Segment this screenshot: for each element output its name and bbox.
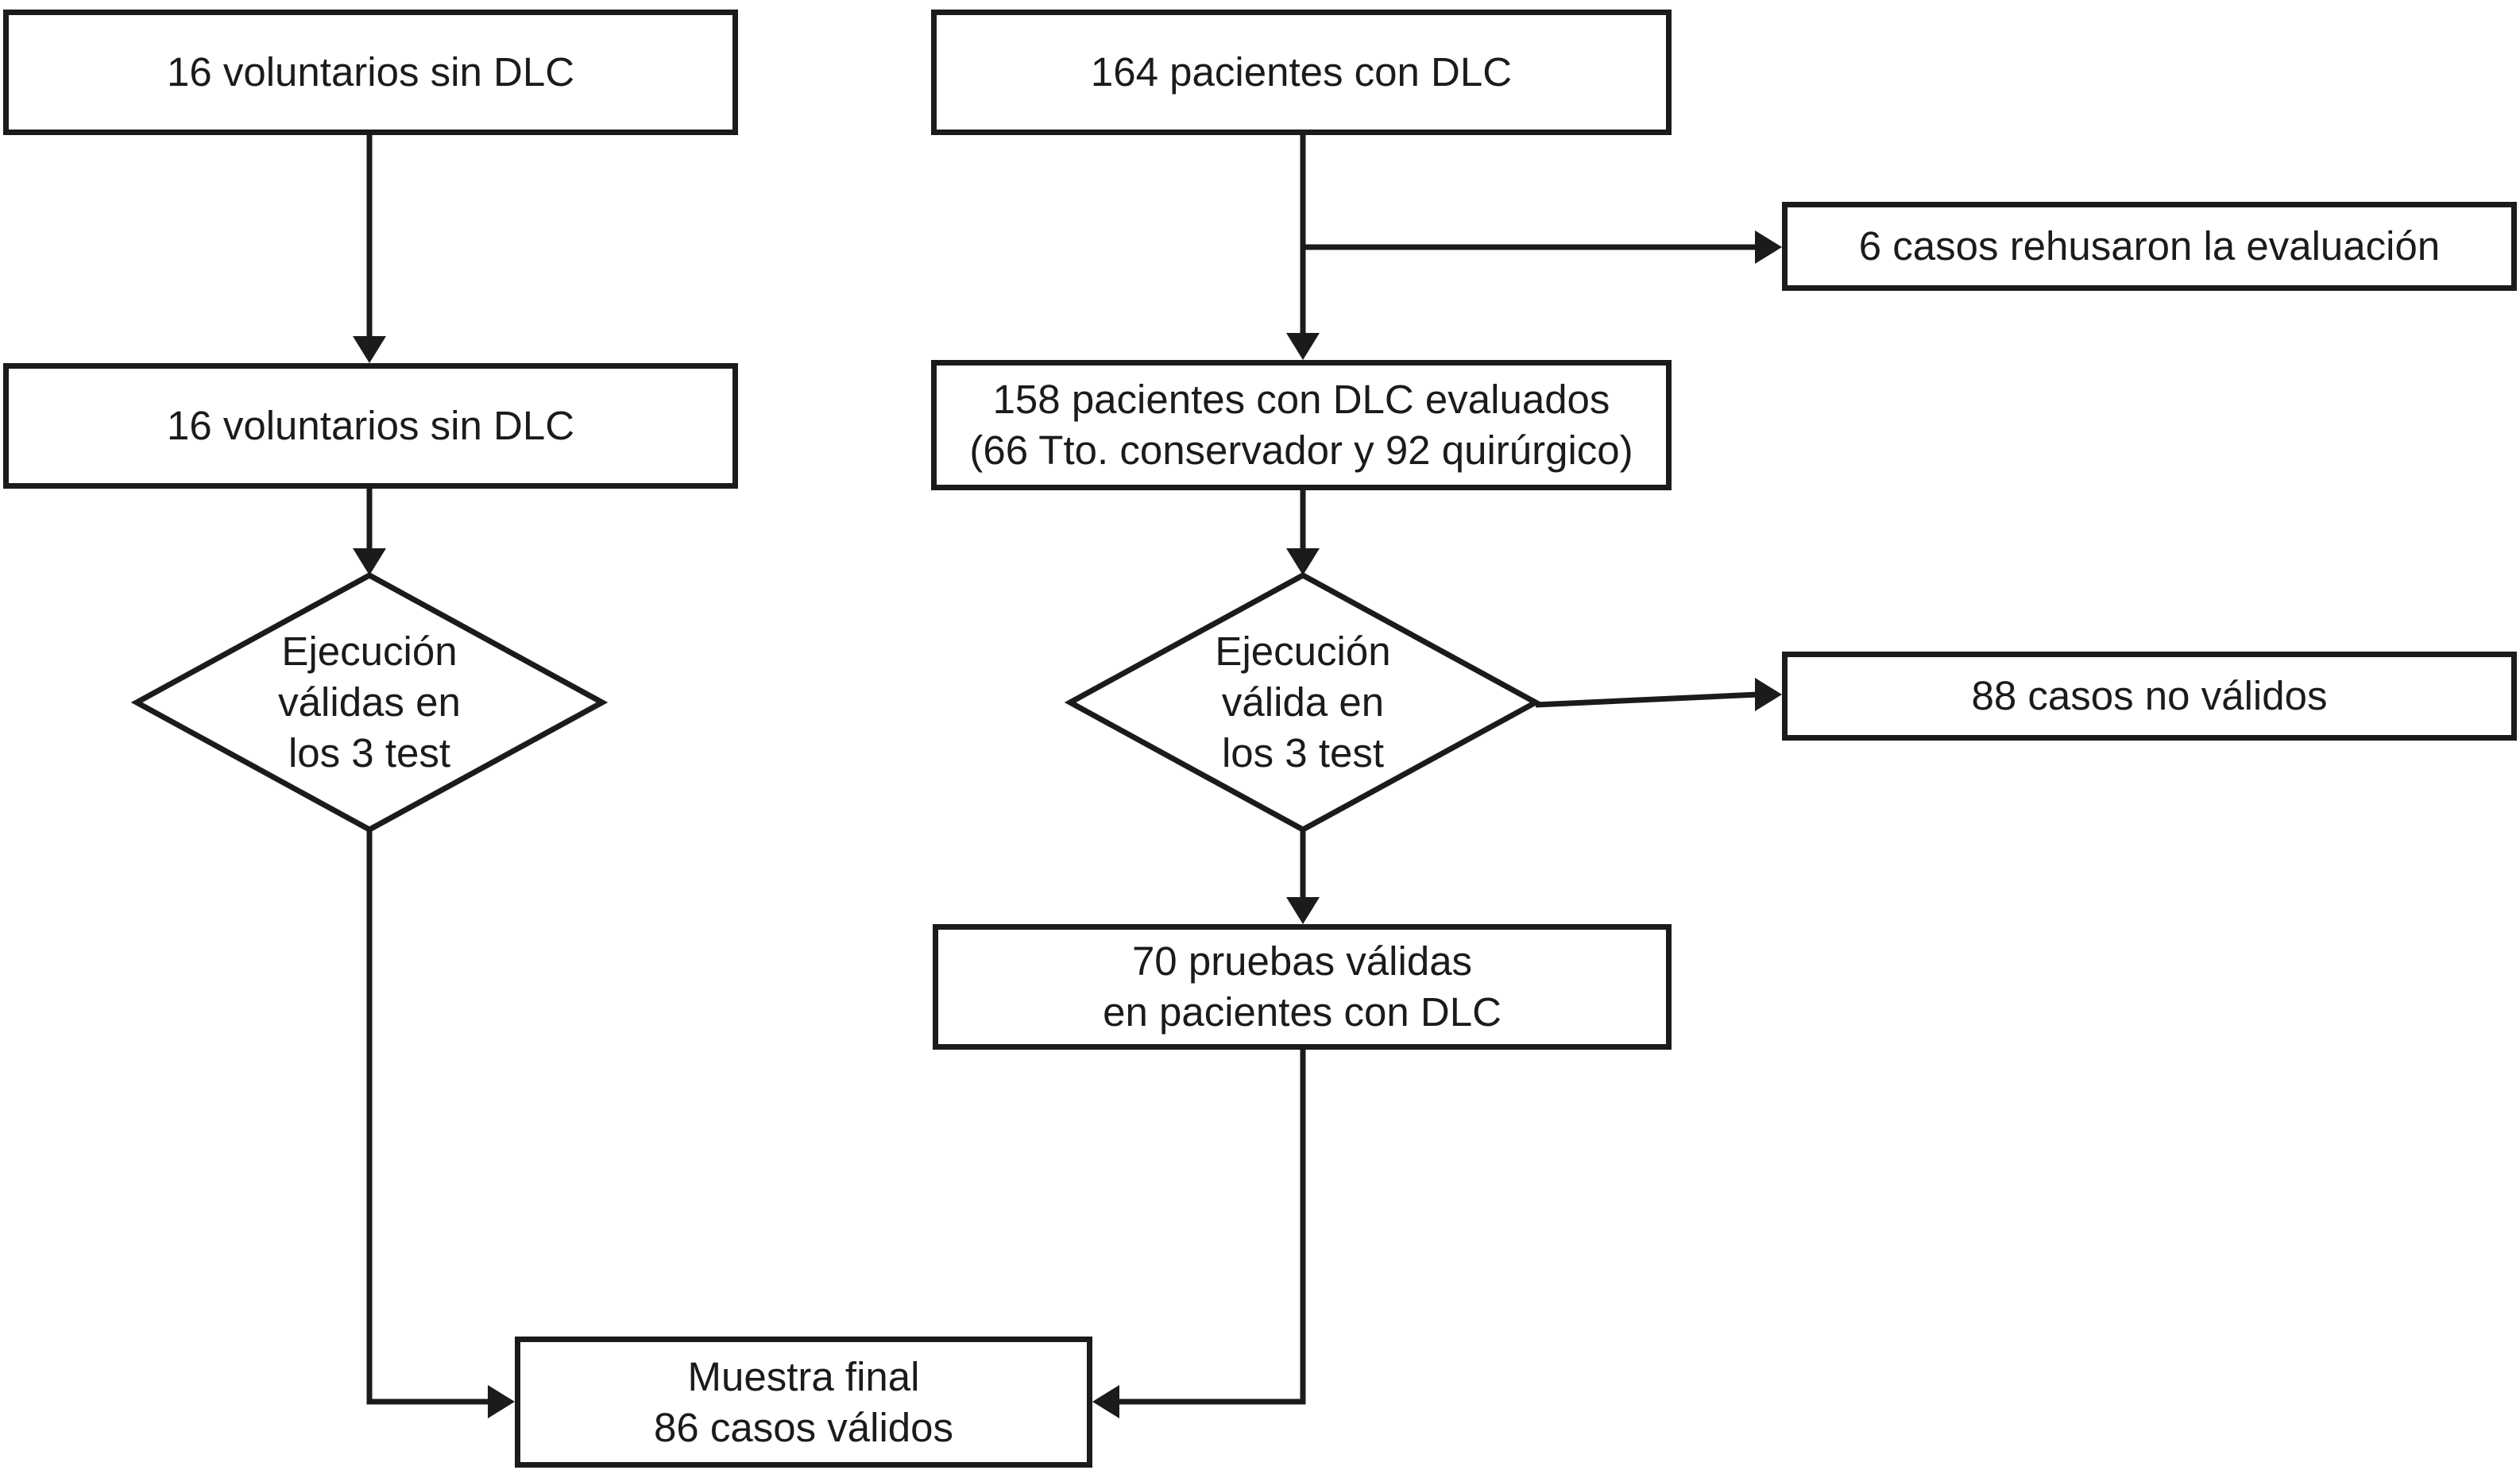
arrowhead-down-icon <box>1286 897 1320 924</box>
decision-patients-line1: Ejecución <box>1215 629 1391 674</box>
decision-diamond-volunteers <box>130 572 609 833</box>
connector-patients-down <box>1286 135 1320 360</box>
box-volunteers-included-label: 16 voluntarios sin DLC <box>166 403 575 448</box>
connector-right-to-final <box>1092 1050 1306 1418</box>
decision-volunteers-line2: válidas en <box>278 679 461 725</box>
box-valid-tests-line1: 70 pruebas válidas <box>1131 938 1473 984</box>
box-patients-evaluated-line2: (66 Tto. conservador y 92 quirúrgico) <box>969 427 1633 473</box>
box-invalid-cases: 88 casos no válidos <box>1782 652 2517 741</box>
connector-diamond-to-valid-tests <box>1286 830 1320 924</box>
decision-patients-line3: los 3 test <box>1221 730 1385 776</box>
connector-line <box>1535 691 1759 708</box>
decision-patients-label: Ejecución válida en los 3 test <box>1065 623 1541 782</box>
arrowhead-right-icon <box>1755 678 1782 711</box>
arrowhead-right-icon <box>488 1385 515 1418</box>
decision-volunteers-line3: los 3 test <box>288 730 451 776</box>
connector-line <box>1119 1050 1306 1405</box>
arrowhead-down-icon <box>1286 548 1320 575</box>
box-final-sample: Muestra final 86 casos válidos <box>515 1337 1092 1468</box>
connector-diamond-to-invalid <box>1535 678 1782 711</box>
connector-line <box>366 830 489 1405</box>
box-patients-evaluated-line1: 158 pacientes con DLC evaluados <box>992 377 1610 422</box>
box-invalid-cases-label: 88 casos no válidos <box>1971 673 2328 718</box>
box-valid-tests: 70 pruebas válidas en pacientes con DLC <box>933 924 1672 1050</box>
arrowhead-right-icon <box>1755 230 1782 264</box>
decision-volunteers-label: Ejecución válidas en los 3 test <box>131 623 608 782</box>
arrowhead-left-icon <box>1092 1385 1119 1418</box>
box-volunteers-included: 16 voluntarios sin DLC <box>3 363 738 489</box>
box-refused-cases: 6 casos rehusaron la evaluación <box>1782 202 2517 291</box>
arrowhead-down-icon <box>353 548 386 575</box>
decision-diamond-patients <box>1064 572 1542 833</box>
box-final-sample-line2: 86 casos válidos <box>653 1404 954 1450</box>
connector-patients-to-diamond <box>1286 490 1320 575</box>
box-patients-initial: 164 pacientes con DLC <box>931 10 1672 135</box>
box-final-sample-line1: Muestra final <box>687 1353 920 1399</box>
box-volunteers-initial: 16 voluntarios sin DLC <box>3 10 738 135</box>
box-volunteers-initial-label: 16 voluntarios sin DLC <box>166 49 575 95</box>
box-refused-cases-label: 6 casos rehusaron la evaluación <box>1858 223 2441 269</box>
box-patients-evaluated: 158 pacientes con DLC evaluados (66 Tto.… <box>931 360 1672 490</box>
connector-branch-refused <box>1303 230 1782 264</box>
connector-volunteers-down <box>353 135 386 363</box>
box-valid-tests-line2: en pacientes con DLC <box>1103 989 1502 1035</box>
arrowhead-down-icon <box>1286 333 1320 360</box>
arrowhead-down-icon <box>353 336 386 363</box>
box-patients-initial-label: 164 pacientes con DLC <box>1090 49 1513 95</box>
decision-volunteers-line1: Ejecución <box>281 629 458 674</box>
decision-patients-line2: válida en <box>1221 679 1385 725</box>
connector-volunteers-to-diamond <box>353 489 386 575</box>
connector-left-to-final <box>366 830 515 1418</box>
